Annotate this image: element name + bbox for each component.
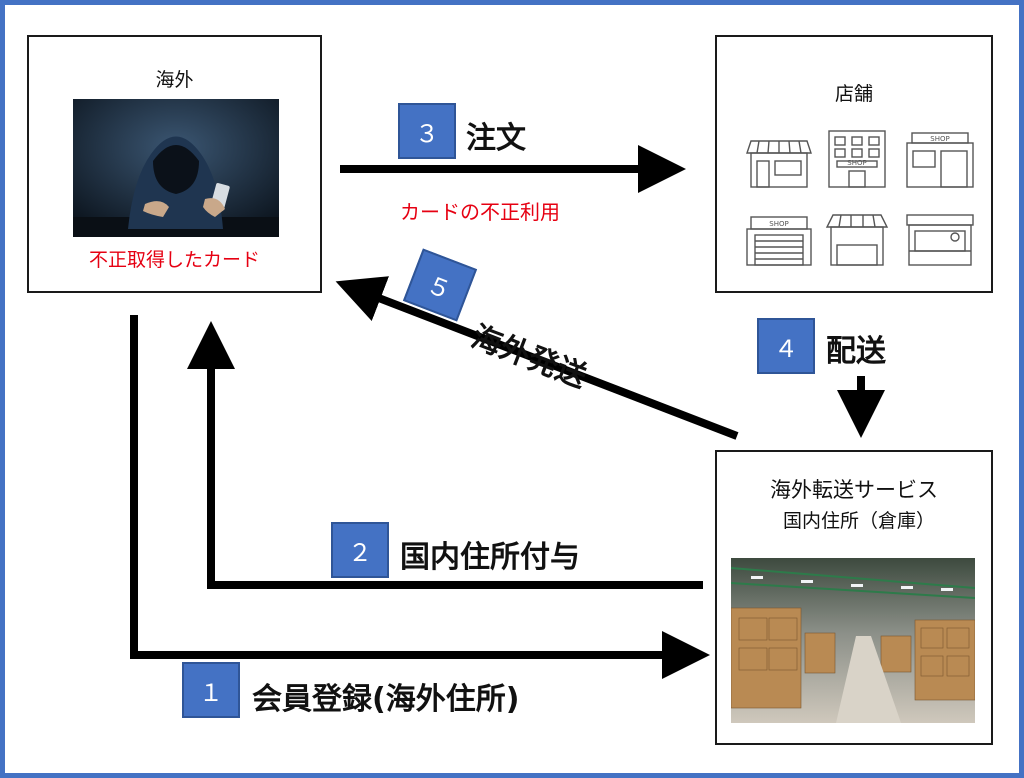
step-2-label: 国内住所付与: [400, 540, 580, 575]
shop-sign-1: SHOP: [847, 159, 866, 167]
shop-sign-3: SHOP: [769, 220, 788, 228]
hooded-hacker-image: [73, 99, 279, 237]
overseas-box: 海外 不正取得したカード: [27, 35, 322, 293]
step-4-label: 配送: [826, 334, 886, 369]
shop-building-icon: [828, 130, 886, 188]
forwarding-title: 海外転送サービス: [770, 478, 938, 502]
shop-sign-icon: [906, 132, 974, 188]
store-box: 店舗: [715, 35, 993, 293]
step-1-badge: １: [182, 662, 240, 718]
step-3-label: 注文: [466, 121, 526, 156]
step-4-badge: ４: [757, 318, 815, 374]
shop-sign-2: SHOP: [930, 135, 949, 143]
arrow-domestic-address: [187, 321, 703, 589]
arrow-overseas-shipping: [335, 276, 739, 440]
overseas-title: 海外: [155, 69, 194, 91]
shop-shutter-icon: [746, 216, 812, 266]
shop-awning-icon: [746, 140, 812, 188]
forwarding-box: 海外転送サービス 国内住所（倉庫）: [715, 450, 993, 745]
step-3-badge: ３: [398, 103, 456, 159]
arrow-member-registration: [130, 315, 710, 679]
shop-kiosk-icon: [906, 214, 974, 266]
step-2-badge: ２: [331, 522, 389, 578]
store-title: 店舗: [834, 83, 873, 105]
warehouse-image: [731, 558, 975, 723]
shop-market-icon: [825, 214, 889, 266]
shop-icons-grid: SHOP SHOP SHOP: [746, 130, 974, 266]
step-1-label: 会員登録(海外住所): [252, 682, 520, 717]
forwarding-subtitle: 国内住所（倉庫）: [782, 510, 935, 532]
stolen-card-caption: 不正取得したカード: [88, 249, 260, 271]
step-3-note: カードの不正利用: [400, 200, 560, 224]
